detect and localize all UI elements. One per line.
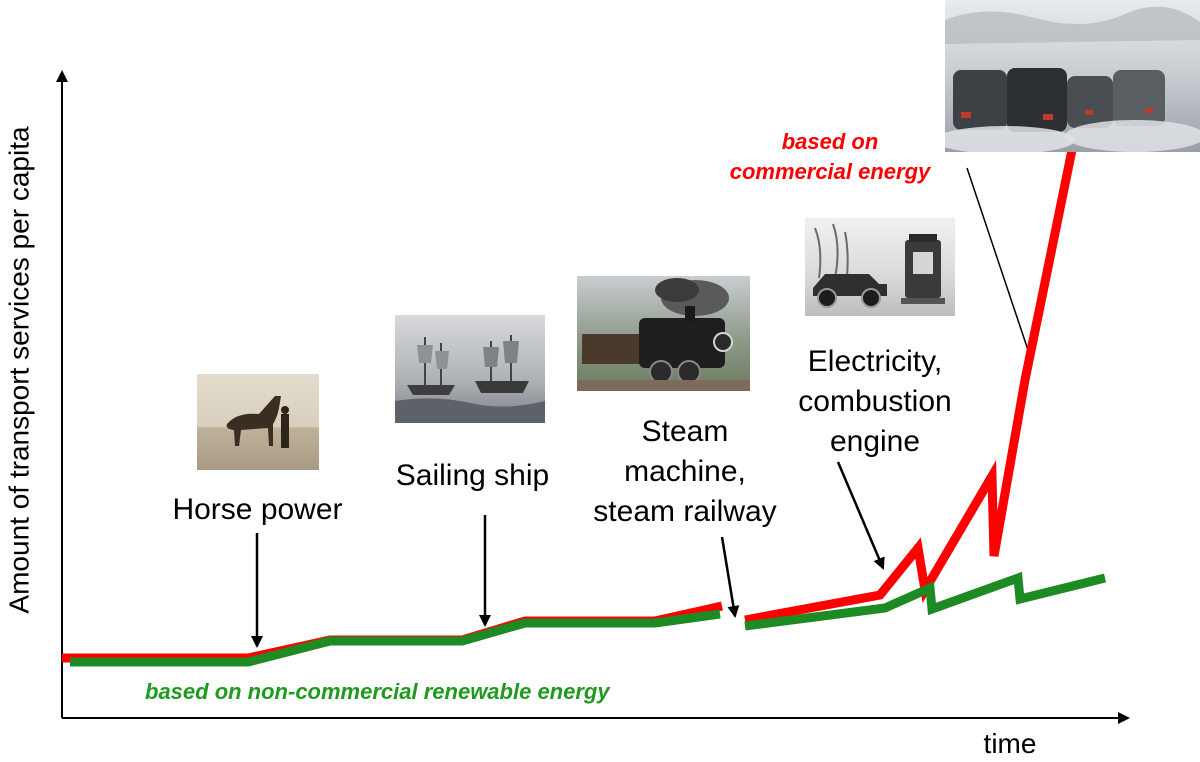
electricity-label-line3: engine <box>829 425 921 458</box>
steam-label-line3: steam railway <box>593 495 777 528</box>
traffic-exhaust-photo <box>945 0 1200 152</box>
renewable-energy-curve-late <box>744 571 1107 631</box>
traffic-icon <box>945 6 1200 152</box>
commercial-energy-note-line1: based on <box>781 129 879 154</box>
renewable-energy-curve <box>70 609 721 667</box>
horse-power-label: Horse power <box>172 493 343 526</box>
steam-arrow <box>720 536 740 618</box>
steam-locomotive-photo <box>577 276 750 391</box>
locomotive-icon <box>577 278 750 391</box>
renewable-energy-note: based on non-commercial renewable energy <box>145 679 610 704</box>
horse-icon <box>226 396 289 448</box>
vintage-car-photo <box>805 218 955 316</box>
x-axis-label: time <box>983 728 1037 759</box>
sailing-ship-label: Sailing ship <box>395 459 550 492</box>
horse-photo <box>197 374 319 470</box>
electricity-label-line1: Electricity, <box>807 345 943 378</box>
commercial-energy-note-line2: commercial energy <box>729 159 931 184</box>
commercial-energy-curve-rise <box>744 149 1077 625</box>
steam-label-line2: machine, <box>624 455 746 488</box>
electric-arrow <box>836 461 885 570</box>
car-icon <box>813 223 945 308</box>
electricity-label-line2: combustion <box>798 385 952 418</box>
sailing-ship-icon <box>395 335 545 423</box>
steam-label-line1: Steam <box>641 415 729 448</box>
commercial-energy-curve <box>62 601 723 663</box>
commercial-leader-line <box>966 167 1031 357</box>
sailing-ships-photo <box>395 315 545 423</box>
y-axis-label: Amount of transport services per capita <box>4 126 35 614</box>
